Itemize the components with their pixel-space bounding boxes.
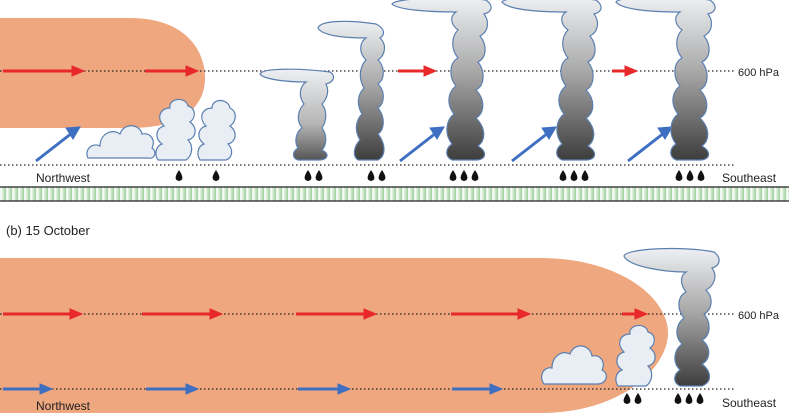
northwest-label-b: Northwest — [36, 399, 91, 413]
panel-b-label: (b) 15 October — [6, 223, 90, 238]
storm-tower-b — [623, 247, 720, 387]
surface-wetness-bar — [0, 187, 789, 201]
southeast-label-b: Southeast — [722, 396, 777, 410]
warm-arrows-b — [3, 308, 649, 320]
dry-air-tongue-a — [0, 18, 205, 128]
pressure-label-b: 600 hPa — [738, 310, 780, 322]
northwest-label-a: Northwest — [36, 171, 91, 185]
pressure-label-a: 600 hPa — [738, 67, 780, 79]
raindrop-icon — [623, 393, 704, 404]
dry-air-tongue-b — [0, 258, 668, 413]
storm-towers-a — [259, 0, 716, 161]
warm-arrows-a — [3, 65, 639, 77]
cloud-icon — [540, 324, 656, 387]
moist-arrows-a — [35, 126, 673, 163]
panel-b: (b) 15 October 600 hPa — [0, 223, 780, 413]
cloud-icon — [86, 98, 236, 161]
southeast-label-a: Southeast — [722, 171, 777, 185]
moist-arrows-b — [3, 383, 504, 395]
raindrop-icon — [175, 170, 705, 181]
panel-a: 600 hPa — [0, 0, 789, 202]
